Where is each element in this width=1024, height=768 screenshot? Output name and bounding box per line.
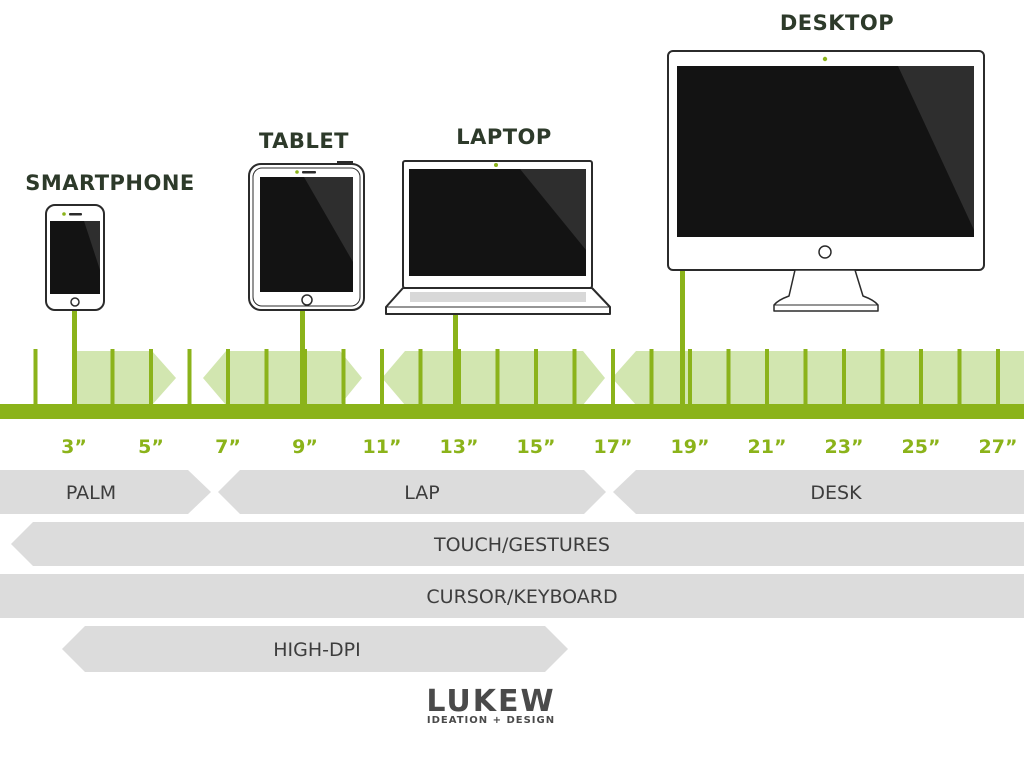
scale-tick [572,349,577,407]
desktop-stem [680,270,685,405]
smartphone-range-arrow [74,351,176,405]
scale-tick [418,349,423,407]
scale-tick [919,349,923,407]
scale-tick [611,349,615,407]
palm-band [0,470,211,514]
cursor-keyboard-band-label: CURSOR/KEYBOARD [426,586,617,608]
size-axis [0,404,1024,419]
lap-band [218,470,606,514]
scale-tick [765,349,769,407]
scale-tick [380,349,384,407]
high-dpi-band [62,626,568,672]
brand-tagline: IDEATION + DESIGN [427,715,555,726]
laptop-title: LAPTOP [456,125,552,149]
laptop-illustration [385,160,611,315]
smartphone-title: SMARTPHONE [25,171,195,195]
usage-bands: PALM LAP DESK TOUCH/GESTURES CURSOR/KEYB… [0,470,1024,672]
touch-gestures-band [11,522,1024,566]
scale-tick [341,349,346,407]
scale-labels: 3” 5” 7” 9” 11” 13” 15” 17” 19” 21” 23” 25” 27” [61,436,1017,458]
scale-tick [226,349,230,407]
desktop-illustration [667,50,985,312]
scale-tick [149,349,153,407]
tablet-illustration [248,161,365,311]
scale-tick [264,349,269,407]
tablet-range-arrow [203,351,362,405]
smartphone-illustration [45,204,105,311]
scale-label: 17” [594,436,633,458]
desk-band-label: DESK [810,482,862,504]
desk-band [613,470,1024,514]
desktop-range-arrow [612,351,1024,405]
tablet-title: TABLET [259,129,349,153]
smartphone-stem [72,310,77,405]
scale-label: 23” [825,436,864,458]
scale-label: 13” [440,436,479,458]
tablet-stem [300,310,305,405]
scale-label: 25” [902,436,941,458]
scale-tick [688,349,692,407]
cursor-keyboard-band [0,574,1024,618]
laptop-range-arrow [382,351,605,405]
scale-tick [457,349,461,407]
scale-label: 5” [138,436,164,458]
brand-name: LUKEW [426,684,555,719]
scale-tick [880,349,885,407]
scale-tick [495,349,500,407]
scale-label: 15” [517,436,556,458]
scale-label: 3” [61,436,87,458]
scale-tick [33,349,38,407]
scale-tick [957,349,962,407]
scale-ticks [33,349,1000,407]
scale-label: 9” [292,436,318,458]
scale-tick [726,349,731,407]
scale-tick [996,349,1000,407]
lukew-logo: LUKEW IDEATION + DESIGN [426,684,555,726]
touch-gestures-band-label: TOUCH/GESTURES [433,534,610,556]
laptop-stem [453,314,458,405]
scale-tick [110,349,115,407]
scale-tick [842,349,846,407]
desktop-title: DESKTOP [780,11,894,35]
scale-tick [534,349,538,407]
scale-tick [649,349,654,407]
scale-label: 19” [671,436,710,458]
lap-band-label: LAP [404,482,439,504]
scale-tick [803,349,808,407]
high-dpi-band-label: HIGH-DPI [273,639,360,661]
scale-label: 27” [979,436,1018,458]
device-stems [72,270,685,405]
scale-label: 21” [748,436,787,458]
scale-tick [187,349,192,407]
scale-label: 11” [363,436,402,458]
palm-band-label: PALM [66,482,116,504]
scale-label: 7” [215,436,241,458]
